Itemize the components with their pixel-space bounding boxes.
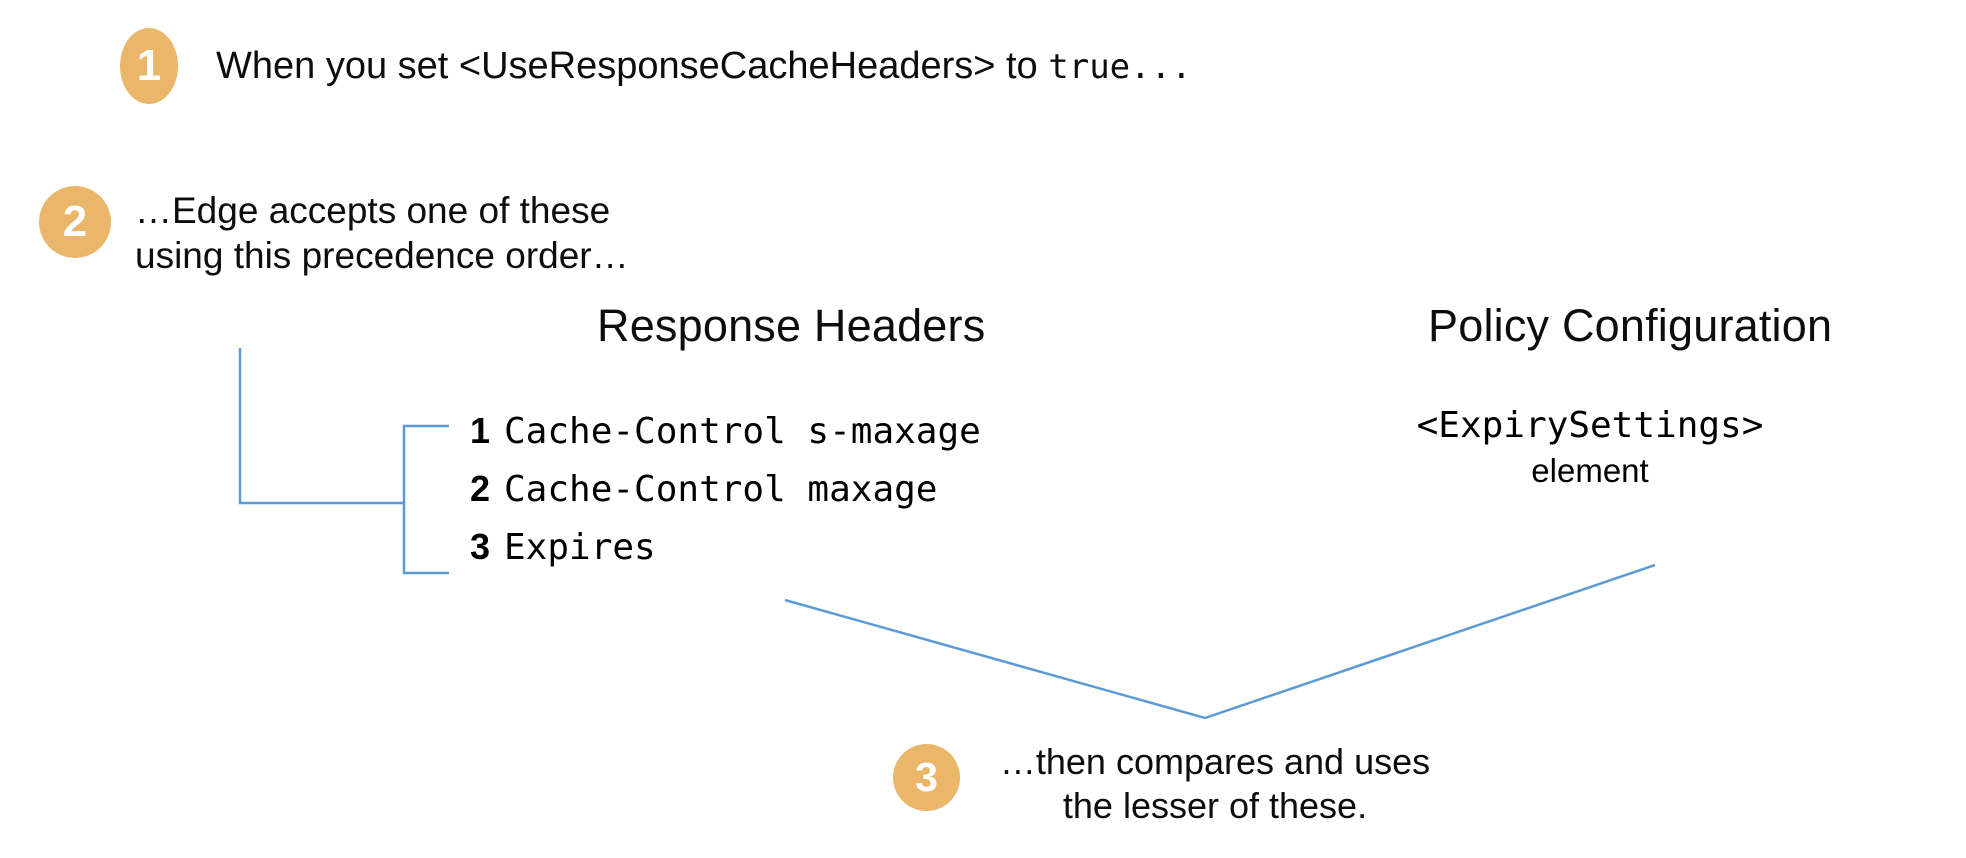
precedence-rank: 1 [470,410,491,451]
comparison-v-connector [784,563,1656,720]
step-badge-1: 1 [120,28,178,104]
step-badge-2: 2 [39,186,111,258]
response-header-name: Cache-Control maxage [504,469,938,510]
list-item: 3 Expires [470,526,981,584]
step-1-text-mono: true... [1048,47,1192,87]
step-3-callout-text: …then compares and uses the lesser of th… [999,741,1441,827]
list-item: 2 Cache-Control maxage [470,468,981,526]
precedence-bracket [402,424,449,575]
response-header-name: Expires [504,527,656,568]
policy-configuration-heading: Policy Configuration [1428,300,1833,351]
response-header-name: Cache-Control s-maxage [504,411,981,452]
policy-element-name: <ExpirySettings> [1416,405,1764,446]
precedence-rank: 3 [470,526,491,567]
step-2-callout-text: …Edge accepts one of these using this pr… [135,190,629,277]
policy-configuration-block: <ExpirySettings> element [1380,405,1800,490]
response-headers-heading: Response Headers [597,300,986,351]
precedence-rank: 2 [470,468,491,509]
response-headers-list: 1 Cache-Control s-maxage 2 Cache-Control… [470,410,981,584]
step-1-text-prefix: When you set <UseResponseCacheHeaders> t… [216,45,1049,87]
list-item: 1 Cache-Control s-maxage [470,410,981,468]
precedence-leader-line [238,348,404,505]
step-1-callout-text: When you set <UseResponseCacheHeaders> t… [216,43,1192,89]
policy-element-word: element [1531,452,1649,489]
step-badge-3: 3 [893,744,960,811]
